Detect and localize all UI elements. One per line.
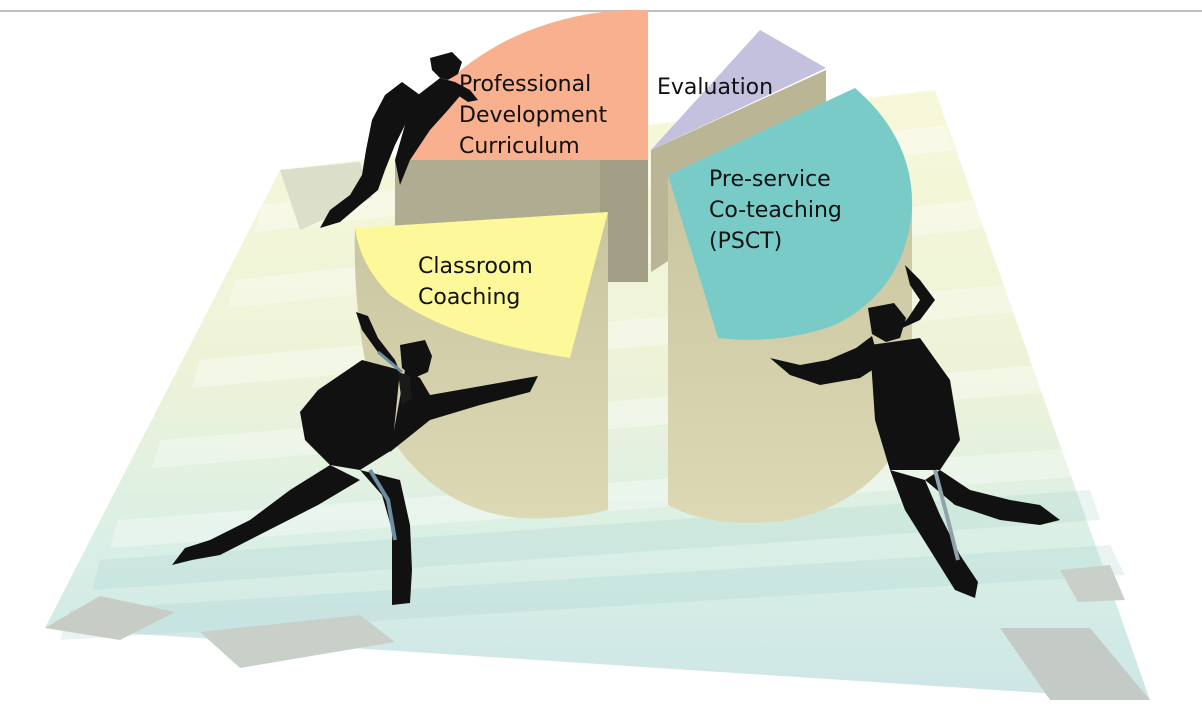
label-evaluation: Evaluation: [657, 75, 774, 100]
label-classroom-coaching: Classroom Coaching: [418, 254, 533, 310]
climbing-figure: [320, 52, 478, 228]
label-preservice-coteaching: Pre-service Co-teaching (PSCT): [709, 167, 842, 254]
pushing-figure-left: [172, 312, 538, 605]
label-professional-development: Professional Development Curriculum: [459, 72, 608, 159]
pushing-figure-right: [770, 265, 1060, 598]
slice-preservice-coteaching: [668, 88, 913, 523]
slice-classroom-coaching: [354, 212, 608, 519]
top-divider: [0, 10, 1202, 12]
